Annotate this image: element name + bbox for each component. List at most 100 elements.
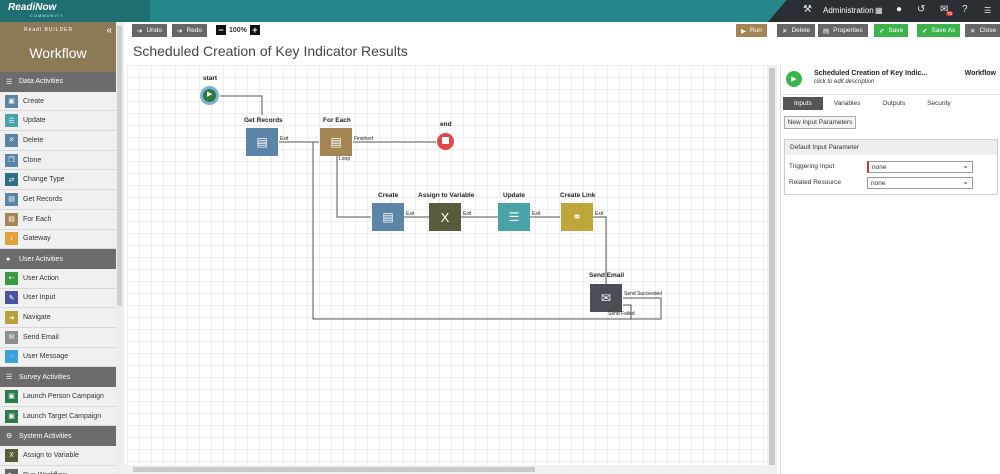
get-records-node[interactable]: ▤ — [246, 128, 278, 156]
new-input-parameters-button[interactable]: New Input Parameters — [784, 116, 856, 129]
sidebar-item-user-action[interactable]: ⇠User Action — [0, 268, 116, 289]
run-button[interactable]: ▶Run — [736, 24, 767, 37]
close-label: Close — [979, 27, 997, 34]
run-icon: ▶ — [741, 27, 746, 35]
save-icon: ✔ — [879, 27, 885, 35]
for-each-icon: ▤ — [5, 212, 18, 226]
redo-button[interactable]: ➜Redo — [172, 24, 207, 37]
canvas-horizontal-scrollbar[interactable] — [118, 465, 768, 474]
canvas-hscroll-thumb[interactable] — [133, 467, 535, 472]
sidebar-item-label: Send Email — [23, 333, 59, 341]
delete-icon: ✕ — [782, 27, 788, 35]
panel-type: Workflow — [964, 70, 996, 77]
default-input-parameter-box: Default Input Parameter Triggering Input… — [784, 139, 998, 195]
sidebar-item-delete[interactable]: ✕ Delete — [0, 131, 116, 151]
user-icon[interactable]: ● — [896, 4, 903, 15]
brand-logo[interactable]: ReadiNow COMMUNITY — [0, 0, 150, 22]
sidebar-item-label: Change Type — [23, 176, 65, 184]
sidebar-item-send-email[interactable]: ✉Send Email — [0, 327, 116, 348]
user-message-icon: ◌ — [5, 350, 18, 364]
delete-button[interactable]: ✕Delete — [777, 24, 816, 37]
edge-label-send-succeeded: Send Succeeded — [624, 291, 663, 297]
related-resource-label: Related Resource — [789, 179, 842, 186]
sidebar-item-user-message[interactable]: ◌User Message — [0, 347, 116, 368]
assign-variable-label: Assign to Variable — [418, 192, 475, 199]
properties-label: Properties — [833, 27, 863, 34]
help-icon[interactable]: ? — [962, 4, 968, 15]
history-icon[interactable]: ↺ — [917, 4, 926, 15]
tab-outputs[interactable]: Outputs — [882, 100, 906, 107]
canvas-vertical-scrollbar[interactable] — [767, 65, 777, 474]
create-link-node[interactable]: ⚭ — [561, 203, 593, 231]
sidebar-item-label: Delete — [23, 136, 44, 144]
related-resource-select[interactable]: none — [867, 177, 973, 189]
tab-security[interactable]: Security — [927, 100, 951, 107]
sidebar-item-update[interactable]: ☰Update — [0, 111, 116, 132]
sidebar-item-clone[interactable]: ❐Clone — [0, 150, 116, 171]
create-link-node-icon: ⚭ — [571, 210, 583, 224]
tab-inputs[interactable]: Inputs — [783, 97, 823, 110]
section-label: System Activities — [19, 432, 72, 440]
sidebar-scrollbar[interactable] — [116, 22, 124, 474]
sidebar-scroll-thumb[interactable] — [117, 26, 122, 306]
panel-description[interactable]: click to edit description — [814, 79, 875, 85]
triggering-input-select[interactable]: none — [867, 161, 973, 173]
edge-label-loop: Loop — [339, 156, 351, 162]
create-node[interactable]: ▤ — [372, 203, 404, 231]
save-as-button[interactable]: ✔Save As — [917, 24, 961, 37]
sidebar-item-create[interactable]: ▣Create — [0, 91, 116, 112]
send-email-node[interactable]: ✉ — [590, 284, 622, 312]
section-user-activities[interactable]: ●User Activities — [0, 249, 116, 269]
close-button[interactable]: ✕Close — [965, 24, 1000, 37]
update-node[interactable]: ☰ — [498, 203, 530, 231]
edge-label-send-failed: Send Failed — [608, 311, 635, 317]
user-input-icon: ✎ — [5, 291, 18, 305]
menu-icon[interactable]: ☰ — [984, 6, 992, 15]
zoom-out-button[interactable]: − — [216, 25, 226, 35]
section-data-activities[interactable]: ☰Data Activities — [0, 72, 116, 92]
close-icon: ✕ — [970, 27, 976, 35]
section-survey-activities[interactable]: ☰Survey Activities — [0, 367, 116, 387]
user-action-icon: ⇠ — [5, 271, 18, 285]
section-system-activities[interactable]: ⚙ System Activities — [0, 426, 116, 447]
panel-tabs: Inputs Variables Outputs Security — [783, 97, 962, 110]
section-label: User Activities — [19, 255, 63, 263]
sidebar-item-launch-target-campaign[interactable]: ▣Launch Target Campaign — [0, 406, 116, 427]
delete-icon: ✕ — [5, 133, 18, 147]
sidebar-item-change-type[interactable]: ⇄Change Type — [0, 170, 116, 191]
grid-icon[interactable]: ▦ — [875, 6, 883, 15]
assign-variable-node-icon: X — [440, 209, 450, 225]
sidebar-item-user-input[interactable]: ✎User Input — [0, 288, 116, 309]
tab-variables[interactable]: Variables — [833, 100, 861, 107]
administration-link[interactable]: Administration — [823, 6, 874, 15]
notifications-icon[interactable]: ✉ — [940, 4, 949, 15]
sidebar-item-for-each[interactable]: ▤For Each — [0, 209, 116, 230]
wrench-icon[interactable]: ⚒ — [803, 4, 812, 15]
delete-label: Delete — [791, 27, 811, 34]
sidebar-item-launch-person-campaign[interactable]: ▣Launch Person Campaign — [0, 387, 116, 407]
workflow-play-icon[interactable]: ▶ — [786, 71, 802, 87]
workflow-title[interactable]: Scheduled Creation of Key Indicator Resu… — [133, 43, 408, 59]
sidebar-item-get-records[interactable]: ▤Get Records — [0, 190, 116, 210]
collapse-chevron-icon[interactable]: « — [106, 25, 112, 36]
canvas-vscroll-thumb[interactable] — [769, 68, 775, 465]
sidebar-item-gateway[interactable]: ♪Gateway — [0, 229, 116, 250]
person-campaign-icon: ▣ — [5, 389, 18, 403]
properties-panel: ▶ Scheduled Creation of Key Indic... cli… — [780, 65, 1000, 474]
sidebar-item-navigate[interactable]: ➜Navigate — [0, 308, 116, 328]
redo-label: Redo — [186, 27, 202, 34]
assign-variable-node[interactable]: X — [429, 203, 461, 231]
workflow-canvas[interactable]: ▶ start ▤ Get Records ▤ For Each end ▤ C… — [127, 65, 767, 465]
start-play-icon: ▶ — [207, 91, 213, 98]
save-button[interactable]: ✔Save — [874, 24, 909, 37]
sidebar-item-run-workflow[interactable]: ▶Run Workflow — [0, 465, 116, 474]
panel-workflow-name[interactable]: Scheduled Creation of Key Indic... — [814, 70, 928, 77]
zoom-in-button[interactable]: + — [249, 25, 260, 35]
for-each-node[interactable]: ▤ — [320, 128, 352, 156]
properties-button[interactable]: ▤Properties — [818, 24, 868, 37]
send-email-node-icon: ✉ — [600, 291, 612, 305]
undo-button[interactable]: ➜Undo — [132, 24, 167, 37]
start-node[interactable] — [200, 86, 219, 105]
section-icon: ⚙ — [6, 433, 13, 441]
